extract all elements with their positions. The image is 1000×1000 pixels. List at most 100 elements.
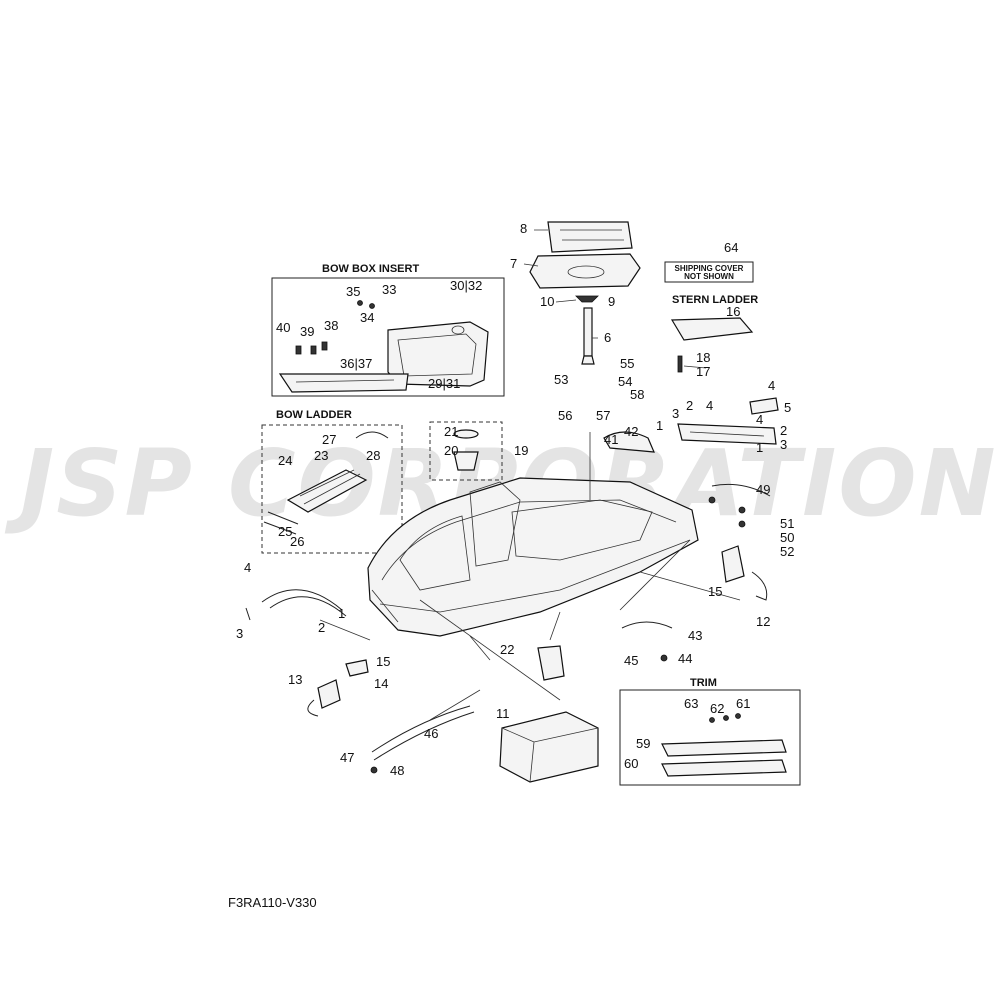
callout-45: 45 [624, 653, 638, 668]
rail-end-part-3 [245, 607, 251, 621]
callout-29-31: 29|31 [428, 376, 460, 391]
grab-handle-part-41 [603, 431, 655, 453]
callout-11: 11 [496, 706, 510, 721]
rail-part-46b [373, 711, 475, 761]
seat-cushion-detail [560, 229, 624, 241]
callout-49: 49 [756, 482, 770, 497]
callout-43: 43 [688, 628, 702, 643]
bow-cockpit [399, 515, 471, 591]
diagram-code: F3RA110-V330 [228, 895, 317, 910]
seat-cushion-part [547, 221, 633, 253]
tow-eye-part-12 [751, 571, 768, 601]
bow-box-insert-frame [271, 277, 505, 397]
callout-35: 35 [346, 284, 360, 299]
bow-box-insert-title: BOW BOX INSERT [322, 263, 419, 275]
callout-58: 58 [630, 387, 644, 402]
callout-54: 54 [618, 374, 632, 389]
callout-36-37: 36|37 [340, 356, 372, 371]
tow-eye-bracket-part [721, 545, 745, 583]
callout-4a: 4 [768, 378, 775, 393]
bow-eye-part-13 [307, 699, 319, 717]
callout-3c: 3 [236, 626, 243, 641]
grab-handle-part-43 [621, 621, 673, 629]
bow-ladder-part [286, 469, 368, 513]
callout-56: 56 [558, 408, 572, 423]
grab-rail-part-49 [711, 483, 771, 497]
callout-39: 39 [300, 324, 314, 339]
callout-3b: 3 [780, 437, 787, 452]
callout-13: 13 [288, 672, 302, 687]
cup-holder-part [453, 451, 479, 471]
rail-part-46 [371, 705, 471, 753]
callout-7: 7 [510, 256, 517, 271]
leader-lines [319, 229, 741, 721]
callout-48: 48 [390, 763, 404, 778]
pedestal-post-part [583, 307, 593, 357]
callout-38: 38 [324, 318, 338, 333]
callout-2a: 2 [686, 398, 693, 413]
bow-ladder-title: BOW LADDER [276, 409, 352, 421]
callout-1c: 1 [338, 606, 345, 621]
callout-1a: 1 [656, 418, 663, 433]
callout-9: 9 [608, 294, 615, 309]
callout-2b: 2 [780, 423, 787, 438]
callout-12: 12 [756, 614, 770, 629]
seat-base-part [529, 253, 641, 289]
callout-27: 27 [322, 432, 336, 447]
cooler-edges [501, 727, 599, 783]
callout-44: 44 [678, 651, 692, 666]
cup-holder-frame [429, 421, 503, 481]
bow-box-insert-inner [397, 333, 477, 377]
screw-part-35 [357, 300, 363, 306]
callout-21: 21 [444, 424, 458, 439]
callout-4d: 4 [244, 560, 251, 575]
callout-60: 60 [624, 756, 638, 771]
callout-labels: 8 7 64 10 9 6 16 18 17 35 33 34 30|32 40… [236, 221, 794, 778]
main-cockpit [511, 499, 653, 561]
callout-61: 61 [736, 696, 750, 711]
callout-22: 22 [500, 642, 514, 657]
clip-part-40 [295, 345, 302, 355]
swim-platform-pad-stripe [689, 431, 765, 437]
trim-title: TRIM [690, 677, 717, 689]
ladder-strap-part [263, 511, 299, 535]
bow-eye-bracket-part [317, 679, 341, 709]
callout-41: 41 [604, 432, 618, 447]
callout-14: 14 [374, 676, 388, 691]
ladder-handle-part [355, 431, 389, 439]
seat-base-hole [567, 265, 605, 279]
bow-mat-stripe [295, 379, 395, 383]
callout-24: 24 [278, 453, 292, 468]
callout-5: 5 [784, 400, 791, 415]
bow-stem-line [371, 589, 399, 623]
callout-62: 62 [710, 701, 724, 716]
callout-10: 10 [540, 294, 554, 309]
callout-3a: 3 [672, 406, 679, 421]
screw-part-34 [369, 303, 375, 309]
shipping-note-line1: SHIPPING COVER [675, 264, 744, 273]
bow-mat-part [278, 373, 409, 393]
pedestal-foot-part [581, 355, 595, 365]
shipping-note-line2: NOT SHOWN [684, 272, 734, 281]
stern-ladder-part [670, 317, 754, 341]
callout-55: 55 [620, 356, 634, 371]
cup-holder-ring-part [453, 429, 479, 439]
trim-frame [619, 689, 801, 786]
bolt-part-18 [677, 355, 683, 373]
callout-23: 23 [314, 448, 328, 463]
callout-26: 26 [290, 534, 304, 549]
cleat-part-5 [749, 397, 779, 415]
shipping-note-box [664, 261, 754, 283]
callout-18: 18 [696, 350, 710, 365]
rub-rail-part-2 [261, 589, 343, 611]
callout-25: 25 [278, 524, 292, 539]
callout-16: 16 [726, 304, 740, 319]
cooler-part-11 [499, 711, 599, 783]
trim-screw-part-62 [723, 715, 729, 721]
pedestal-mount-part [575, 295, 599, 303]
callout-64: 64 [724, 240, 738, 255]
callout-34: 34 [360, 310, 374, 325]
bow-eye-plate-part-14 [345, 659, 369, 677]
